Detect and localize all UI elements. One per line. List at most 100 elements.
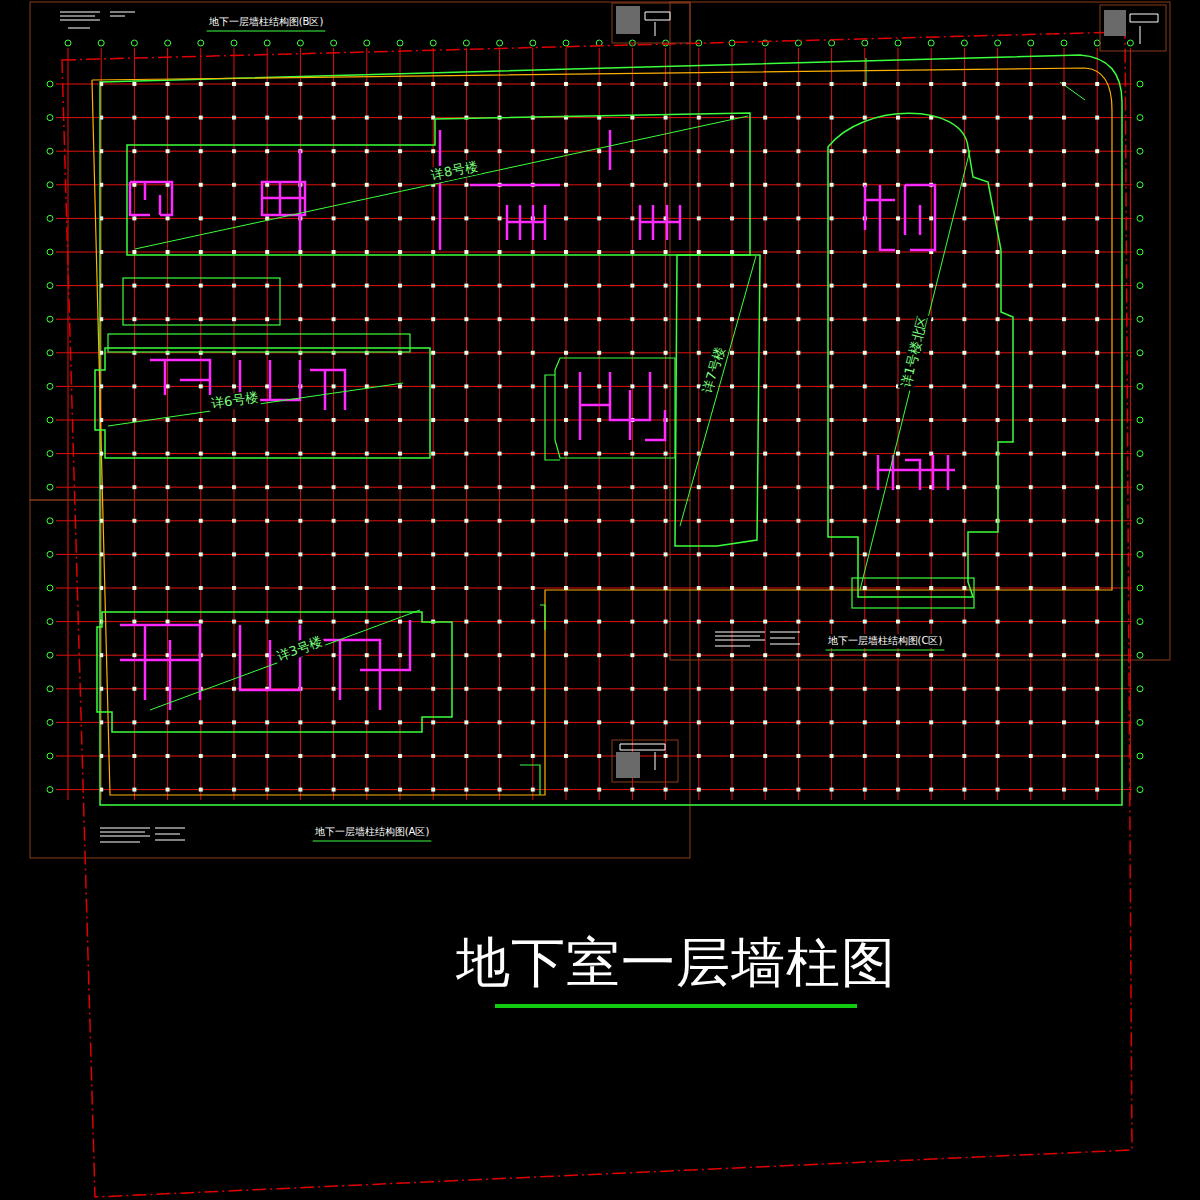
title-underline (495, 1004, 857, 1008)
axis-bubble (47, 383, 53, 389)
axis-bubble (1137, 619, 1143, 625)
plan-stroke (100, 55, 1122, 805)
axis-bubble (1137, 417, 1143, 423)
building-reference: 详7号楼 (699, 343, 729, 397)
axis-bubble (961, 40, 967, 46)
axis-bubble (1137, 148, 1143, 154)
plan-stroke (1104, 10, 1126, 36)
plan-stroke (612, 740, 678, 782)
axis-bubble (1137, 383, 1143, 389)
building-outline: 详6号楼 (95, 340, 435, 462)
building-reference: 详3号楼 (273, 633, 327, 665)
axis-bubble (463, 40, 469, 46)
plan-stroke (507, 205, 545, 240)
reference-diagonal (150, 610, 420, 710)
axis-bubble (47, 350, 53, 356)
axis-bubble (397, 40, 403, 46)
plan-stroke (555, 358, 675, 458)
plan-stroke (616, 752, 640, 778)
axis-bubble (1137, 585, 1143, 591)
axis-bubble (47, 484, 53, 490)
building-reference: 详1号楼北区 (898, 313, 932, 392)
axis-bubble (829, 40, 835, 46)
axis-bubble (47, 417, 53, 423)
axis-bubble (497, 40, 503, 46)
sheet-frames (30, 2, 1170, 858)
axis-bubble (231, 40, 237, 46)
axis-bubble (895, 40, 901, 46)
caption-underline (313, 841, 432, 842)
axis-bubble (131, 40, 137, 46)
building-outline: 详1号楼北区 (823, 112, 1013, 598)
plan-stroke (852, 578, 974, 608)
reference-diagonal (860, 150, 970, 590)
plan-stroke (262, 182, 305, 215)
axis-bubble (1137, 215, 1143, 221)
plan-stroke (520, 605, 545, 795)
building-reference: 详6号楼 (209, 390, 262, 413)
axis-bubble (47, 619, 53, 625)
axis-bubble (530, 40, 536, 46)
axis-bubble (47, 148, 53, 154)
building-border (127, 113, 750, 255)
axis-bubble (47, 182, 53, 188)
axis-bubble (1137, 753, 1143, 759)
reference-diagonal (135, 116, 748, 249)
axis-bubble (1137, 249, 1143, 255)
plan-stroke (60, 12, 135, 28)
plan-stroke (120, 620, 410, 710)
axis-bubble (1137, 686, 1143, 692)
building-border (828, 113, 1013, 597)
axis-bubble (1137, 283, 1143, 289)
axis-bubble (47, 787, 53, 793)
axis-bubble (331, 40, 337, 46)
axis-bubble (47, 249, 53, 255)
axis-bubble (1137, 451, 1143, 457)
axis-bubble (297, 40, 303, 46)
building-outline: 详3号楼 (92, 602, 457, 737)
plan-stroke (645, 12, 670, 36)
axis-bubble (1137, 719, 1143, 725)
column-dots (100, 82, 1122, 805)
plan-stroke (123, 278, 280, 325)
axis-bubble (1137, 652, 1143, 658)
axis-bubble (928, 40, 934, 46)
axis-bubble (1061, 40, 1067, 46)
building-outline: 详8号楼 (127, 113, 752, 257)
basement-boundary (62, 32, 1132, 1197)
plan-stroke (620, 744, 665, 770)
zone-caption: 地下一层墙柱结构图(C区) (826, 634, 945, 648)
building-border (675, 255, 760, 546)
axis-bubble (1137, 316, 1143, 322)
axis-bubble (47, 652, 53, 658)
axis-bubble (862, 40, 868, 46)
plan-stroke (1100, 5, 1166, 51)
axis-bubble (47, 451, 53, 457)
reference-diagonal (680, 256, 756, 526)
axis-bubble (264, 40, 270, 46)
plan-stroke (300, 130, 610, 250)
building-border (97, 612, 452, 732)
axis-bubble (1137, 115, 1143, 121)
zone-caption: 地下一层墙柱结构图(B区) (207, 15, 326, 29)
axis-bubble (47, 585, 53, 591)
axis-bubble (47, 719, 53, 725)
plan-stroke (715, 632, 800, 646)
detail-thumbnails (612, 3, 1166, 782)
axis-bubble (1127, 40, 1133, 46)
axis-bubble (563, 40, 569, 46)
zone-caption: 地下一层墙柱结构图(A区) (313, 825, 432, 839)
axis-bubble (165, 40, 171, 46)
axis-bubble (47, 115, 53, 121)
axis-bubble (47, 551, 53, 557)
caption-underline (826, 650, 945, 651)
building-outline: 详7号楼 (672, 250, 764, 550)
plan-stroke (640, 205, 680, 240)
axis-bubble (47, 81, 53, 87)
caption-underline (207, 31, 326, 32)
axis-bubble (430, 40, 436, 46)
axis-bubble (47, 316, 53, 322)
axis-bubble (1137, 350, 1143, 356)
